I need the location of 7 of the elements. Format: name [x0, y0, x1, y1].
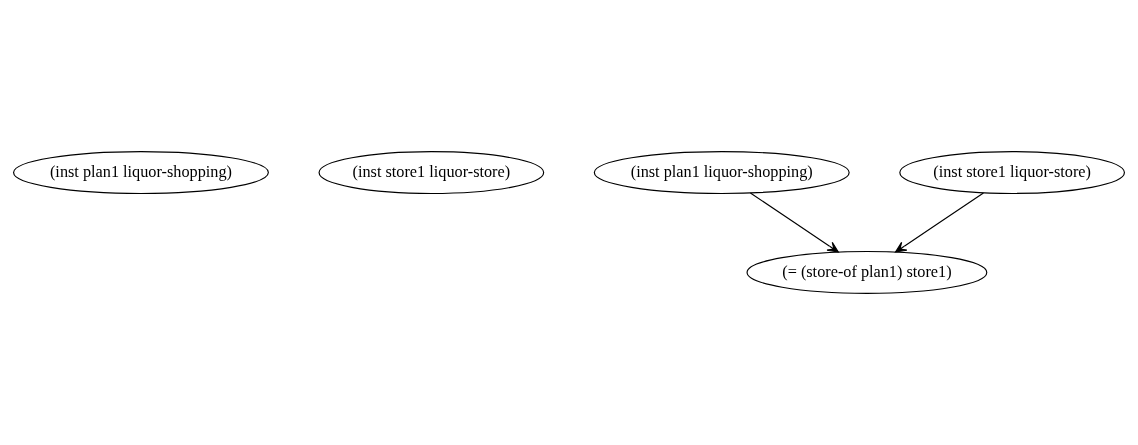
arrow — [749, 192, 839, 253]
arrow — [894, 192, 985, 253]
node-ellipse: (inst plan1 liquor-shopping) — [593, 151, 850, 195]
node-ellipse: (inst store1 liquor-store) — [318, 151, 545, 195]
node-ellipse: (= (store-of plan1) store1) — [746, 250, 988, 294]
node-ellipse: (inst plan1 liquor-shopping) — [13, 151, 269, 195]
node-ellipse: (inst store1 liquor-store) — [899, 151, 1125, 195]
